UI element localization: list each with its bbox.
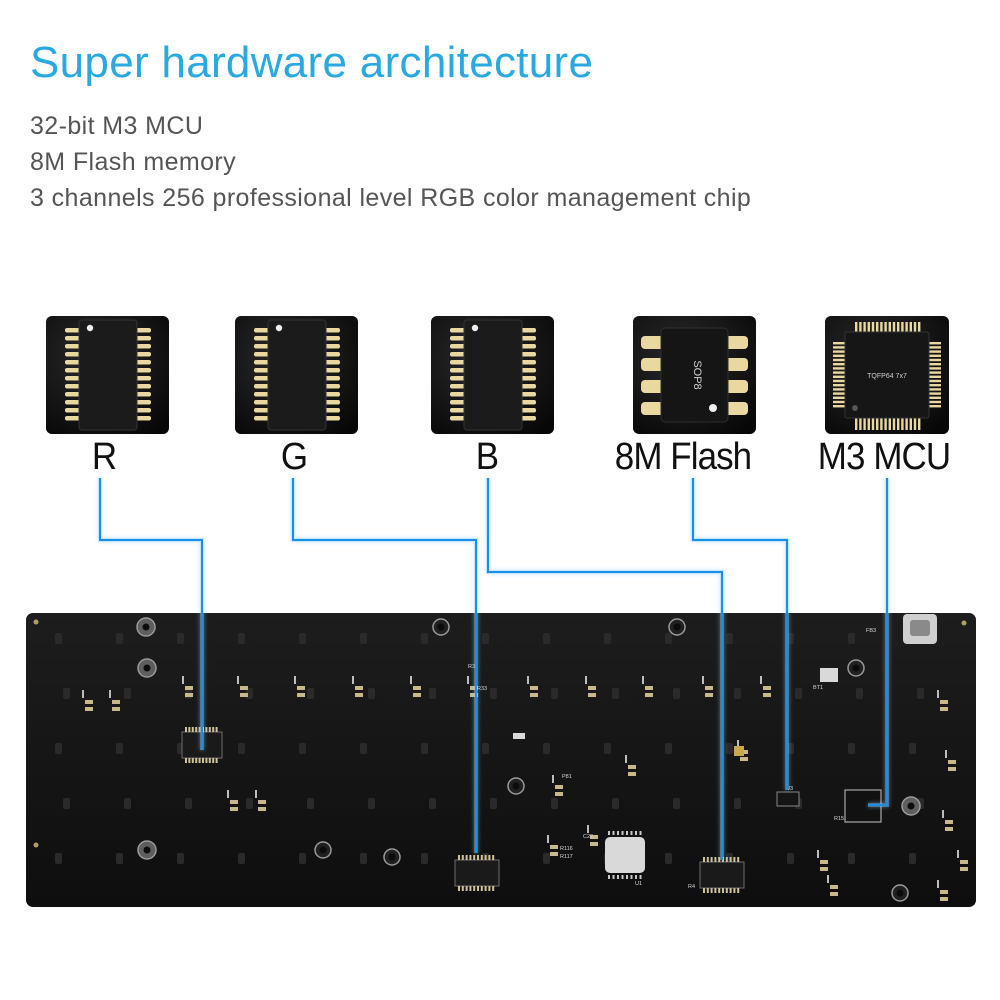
- flash-marking: SOP8: [691, 360, 703, 389]
- silkscreen-label: U1: [635, 881, 642, 887]
- silkscreen-label: R15: [834, 816, 844, 822]
- connector-traces: [98, 478, 889, 860]
- trace-1: [292, 478, 477, 853]
- page-title: Super hardware architecture: [30, 38, 594, 87]
- silkscreen-label: FB3: [866, 628, 876, 634]
- chip-label-flash: 8M Flash: [614, 436, 752, 478]
- silkscreen-label: R117: [560, 854, 573, 860]
- trace-3: [692, 478, 788, 790]
- chip-label-g: G: [280, 436, 308, 478]
- trace-2: [487, 478, 723, 860]
- silkscreen-label: P81: [562, 774, 572, 780]
- chip-label-r: R: [91, 436, 117, 478]
- pcb-board: [26, 613, 976, 907]
- flash-chip: SOP8: [633, 316, 756, 434]
- silkscreen-label: R116: [560, 846, 573, 852]
- chip-label-mcu: M3 MCU: [817, 436, 951, 478]
- silkscreen-label: U3: [786, 786, 793, 792]
- mcu-marking: TQFP64 7x7: [867, 373, 907, 380]
- spec-mcu: 32-bit M3 MCU: [30, 112, 204, 140]
- spec-flash: 8M Flash memory: [30, 148, 237, 176]
- silkscreen-label: R4: [688, 884, 695, 890]
- silkscreen-label: R3: [468, 664, 475, 670]
- trace-0: [99, 478, 203, 750]
- rgb-driver-chip-g: [235, 316, 358, 434]
- chip-label-b: B: [475, 436, 499, 478]
- silkscreen-label: R33: [477, 686, 487, 692]
- silkscreen-label: BT1: [813, 685, 823, 691]
- mcu-chip: TQFP64 7x7: [825, 316, 949, 434]
- rgb-driver-chip-r: [46, 316, 169, 434]
- rgb-driver-chip-b: [431, 316, 554, 434]
- silkscreen-label: C22: [583, 834, 593, 840]
- spec-rgb: 3 channels 256 professional level RGB co…: [30, 184, 752, 212]
- trace-4: [868, 478, 888, 806]
